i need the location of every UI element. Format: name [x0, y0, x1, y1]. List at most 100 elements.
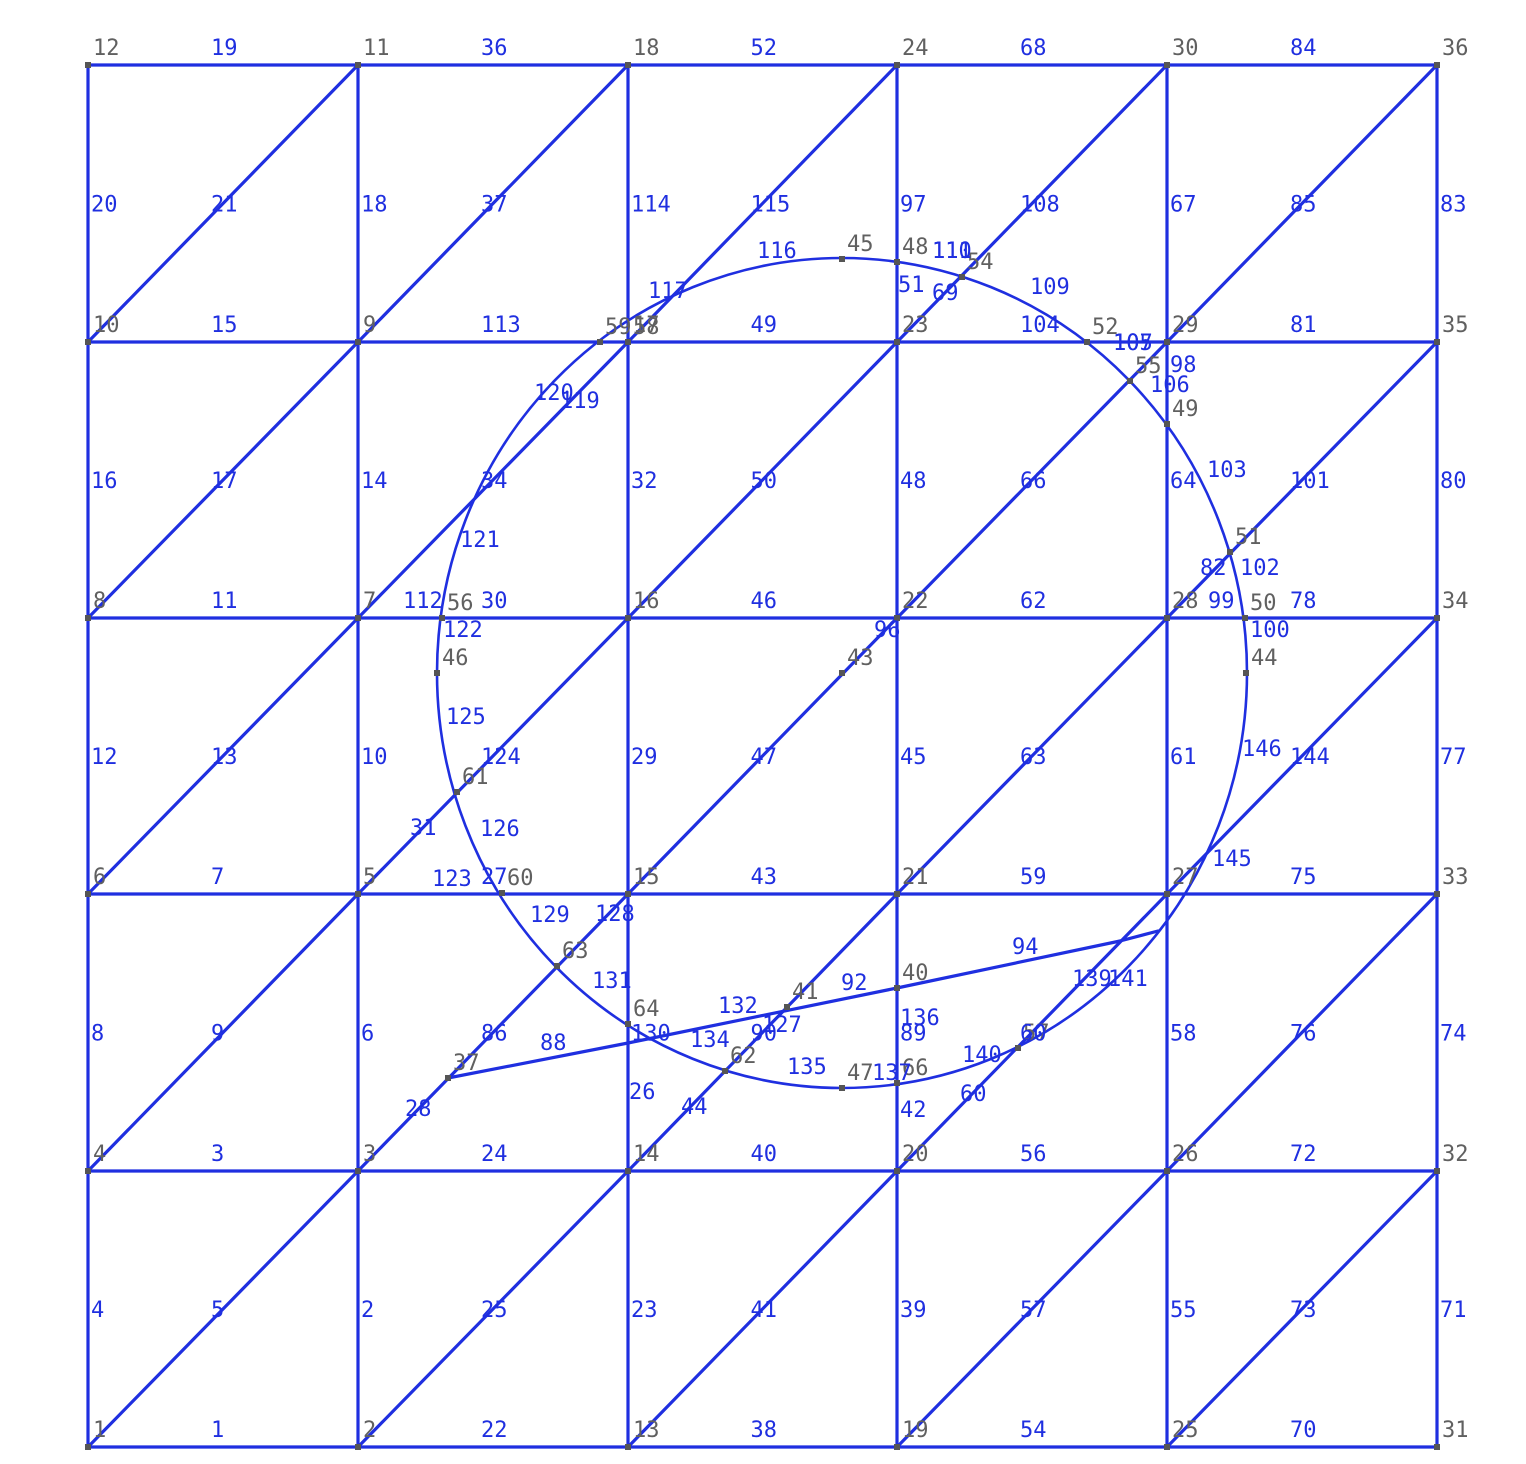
node-marker — [355, 1444, 361, 1450]
edge-label: 3 — [211, 1142, 224, 1167]
node-marker — [439, 615, 445, 621]
edge-label: 130 — [631, 1022, 671, 1047]
node-label: 31 — [1442, 1418, 1469, 1443]
edge-label: 76 — [1290, 1022, 1317, 1047]
edge-label: 57 — [1020, 1298, 1047, 1323]
edge-label: 73 — [1290, 1298, 1317, 1323]
edge-label: 92 — [841, 971, 868, 996]
edge-label: 49 — [751, 313, 778, 338]
node-label: 45 — [847, 232, 874, 257]
edge-diagonal — [626, 340, 899, 620]
edge-label: 18 — [361, 193, 388, 218]
edge-label: 125 — [446, 705, 486, 730]
node-label: 59 — [605, 315, 632, 340]
edge-label: 45 — [900, 745, 927, 770]
edge-label: 15 — [211, 313, 238, 338]
edge-label: 124 — [481, 745, 521, 770]
node-marker — [625, 891, 631, 897]
edge-label: 144 — [1290, 745, 1330, 770]
edge-label: 89 — [900, 1022, 927, 1047]
edge-label: 1 — [211, 1418, 224, 1443]
edge-label: 137 — [872, 1061, 912, 1086]
node-label: 2 — [363, 1418, 376, 1443]
edge-label: 6 — [361, 1022, 374, 1047]
edge-label: 107 — [1113, 331, 1153, 356]
edge-label: 20 — [91, 193, 118, 218]
node-marker — [894, 339, 900, 345]
edge-label: 121 — [460, 528, 500, 553]
edge-label: 100 — [1250, 618, 1290, 643]
node-label: 47 — [847, 1061, 874, 1086]
node-marker — [1084, 339, 1090, 345]
edge-label: 24 — [481, 1142, 508, 1167]
node-marker — [839, 1085, 845, 1091]
node-label: 49 — [1172, 397, 1199, 422]
edge-label: 56 — [1020, 1142, 1047, 1167]
edge-label: 31 — [410, 816, 437, 841]
node-label: 9 — [363, 313, 376, 338]
node-marker — [1434, 891, 1440, 897]
node-label: 18 — [633, 36, 660, 61]
edge-label: 34 — [481, 469, 508, 494]
node-marker — [894, 259, 900, 265]
edge-label: 9 — [211, 1022, 224, 1047]
node-label: 54 — [967, 250, 994, 275]
edge-label: 61 — [1170, 745, 1197, 770]
edge-label: 71 — [1440, 1298, 1467, 1323]
edge-label: 98 — [1170, 353, 1197, 378]
node-label: 5 — [363, 865, 376, 890]
node-marker — [1434, 62, 1440, 68]
edge-label: 111 — [932, 239, 972, 264]
node-marker — [1242, 615, 1248, 621]
edge-diagonal — [895, 63, 1169, 344]
edge-label: 12 — [91, 745, 118, 770]
node-label: 56 — [447, 591, 474, 616]
node-label: 22 — [902, 589, 929, 614]
node-label: 25 — [1172, 1418, 1199, 1443]
node-label: 37 — [453, 1051, 480, 1076]
edge-diagonal — [895, 1169, 1169, 1449]
node-marker — [1434, 1444, 1440, 1450]
edge-label: 51 — [898, 273, 925, 298]
edge-label: 38 — [751, 1418, 778, 1443]
edge-label: 40 — [751, 1142, 778, 1167]
edge-diagonal — [895, 340, 1169, 620]
edge-label: 110 — [932, 239, 972, 264]
edge-label: 116 — [757, 239, 797, 264]
edge-diagonal — [86, 63, 360, 344]
edge-label: 64 — [1170, 469, 1197, 494]
edge-label: 129 — [530, 903, 570, 928]
node-label: 62 — [730, 1044, 757, 1069]
edge-crack — [446, 1041, 630, 1080]
edge-label: 4 — [91, 1298, 104, 1323]
edge-label: 113 — [481, 313, 521, 338]
edge-label: 106 — [1150, 373, 1190, 398]
edge-label: 28 — [405, 1097, 432, 1122]
node-label: 34 — [1442, 589, 1469, 614]
edge-label: 16 — [91, 469, 118, 494]
edge-label: 97 — [900, 193, 927, 218]
edge-label: 83 — [1440, 193, 1467, 218]
node-label: 36 — [1442, 36, 1469, 61]
node-marker — [355, 891, 361, 897]
edge-diagonal — [86, 892, 360, 1173]
edge-label: 69 — [932, 281, 959, 306]
edge-label: 68 — [1020, 36, 1047, 61]
edge-label: 27 — [481, 865, 508, 890]
node-label: 55 — [1135, 354, 1162, 379]
node-marker — [499, 890, 505, 896]
edge-label: 8 — [91, 1022, 104, 1047]
node-marker — [625, 62, 631, 68]
node-marker — [894, 1444, 900, 1450]
node-marker — [355, 339, 361, 345]
edge-label: 46 — [751, 589, 778, 614]
node-marker — [625, 1021, 631, 1027]
edge-label: 32 — [631, 469, 658, 494]
edge-diagonal — [86, 1169, 360, 1449]
edge-label: 86 — [481, 1022, 508, 1047]
node-marker — [355, 1168, 361, 1174]
node-marker — [1164, 1444, 1170, 1450]
node-marker — [625, 615, 631, 621]
node-marker — [894, 985, 900, 991]
edge-label: 2 — [361, 1298, 374, 1323]
